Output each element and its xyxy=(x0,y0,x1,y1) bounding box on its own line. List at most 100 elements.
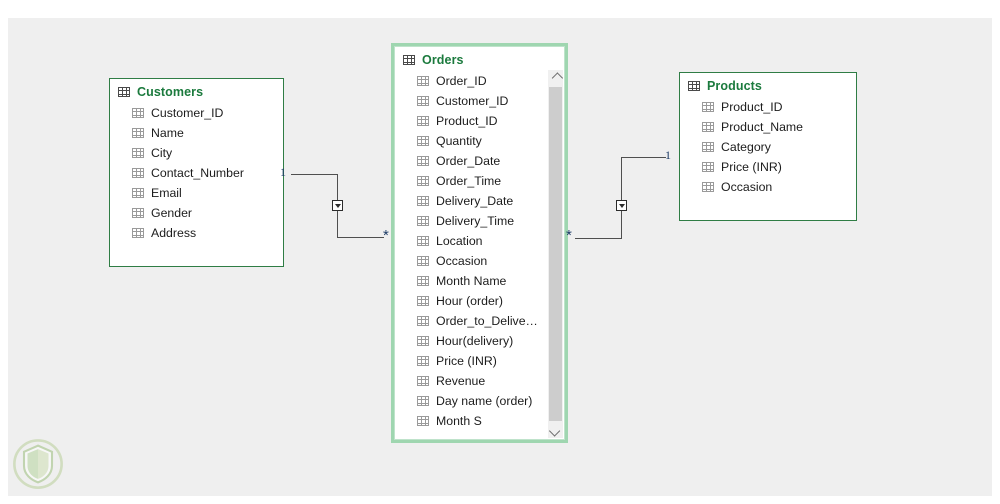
field-row[interactable]: Gender xyxy=(110,203,283,223)
cross-filter-direction-icon[interactable] xyxy=(332,200,343,211)
table-card-products[interactable]: Products Product_ID Product_Name Categor… xyxy=(679,72,857,221)
field-label: Email xyxy=(151,186,182,200)
table-header-products[interactable]: Products xyxy=(680,73,856,96)
table-column-icon xyxy=(132,128,144,138)
field-label: Price (INR) xyxy=(721,160,782,174)
table-column-icon xyxy=(417,256,429,266)
relationship-line[interactable] xyxy=(621,157,623,239)
field-label: Category xyxy=(721,140,771,154)
cardinality-one-label: 1 xyxy=(280,165,286,179)
field-label: Product_ID xyxy=(721,100,783,114)
table-icon xyxy=(403,55,415,65)
field-label: Hour (order) xyxy=(436,294,503,308)
table-column-icon xyxy=(132,228,144,238)
field-row[interactable]: Month S xyxy=(395,411,564,431)
table-column-icon xyxy=(417,216,429,226)
field-label: Revenue xyxy=(436,374,486,388)
scroll-down-button[interactable] xyxy=(548,423,563,438)
field-row[interactable]: Quantity xyxy=(395,131,564,151)
table-column-icon xyxy=(417,76,429,86)
field-row[interactable]: Month Name xyxy=(395,271,564,291)
field-row[interactable]: Occasion xyxy=(395,251,564,271)
field-label: Delivery_Time xyxy=(436,214,515,228)
table-column-icon xyxy=(132,148,144,158)
field-row[interactable]: Revenue xyxy=(395,371,564,391)
field-list-products: Product_ID Product_Name Category Price (… xyxy=(680,96,856,203)
field-list-orders: Order_ID Customer_ID Product_ID Quantity xyxy=(395,70,564,437)
field-row[interactable]: Customer_ID xyxy=(110,103,283,123)
relationship-line[interactable] xyxy=(291,174,338,176)
table-column-icon xyxy=(702,182,714,192)
field-label: Location xyxy=(436,234,483,248)
field-row[interactable]: Location xyxy=(395,231,564,251)
field-label: Order_Date xyxy=(436,154,501,168)
field-row[interactable]: Product_ID xyxy=(395,111,564,131)
table-column-icon xyxy=(132,168,144,178)
table-header-customers[interactable]: Customers xyxy=(110,79,283,102)
table-column-icon xyxy=(702,102,714,112)
table-column-icon xyxy=(417,236,429,246)
field-label: Contact_Number xyxy=(151,166,244,180)
cardinality-many-label: * xyxy=(566,227,572,244)
field-row[interactable]: City xyxy=(110,143,283,163)
field-row[interactable]: Contact_Number xyxy=(110,163,283,183)
field-row[interactable]: Delivery_Time xyxy=(395,211,564,231)
orders-vertical-scrollbar[interactable] xyxy=(548,70,563,438)
field-label: Address xyxy=(151,226,197,240)
field-label: Month Name xyxy=(436,274,507,288)
table-column-icon xyxy=(132,188,144,198)
scrollbar-thumb[interactable] xyxy=(549,87,562,421)
cardinality-one-label: 1 xyxy=(665,148,671,162)
table-column-icon xyxy=(417,196,429,206)
field-row[interactable]: Occasion xyxy=(680,177,856,197)
table-header-orders[interactable]: Orders xyxy=(395,47,564,70)
field-row[interactable]: Delivery_Date xyxy=(395,191,564,211)
field-row[interactable]: Price (INR) xyxy=(395,351,564,371)
triangle-down-glyph xyxy=(618,203,625,208)
field-row[interactable]: Day name (order) xyxy=(395,391,564,411)
scroll-up-button[interactable] xyxy=(548,70,563,85)
field-label: Month S xyxy=(436,414,482,428)
field-label: Product_ID xyxy=(436,114,498,128)
field-label: Day name (order) xyxy=(436,394,533,408)
field-label: Delivery_Date xyxy=(436,194,514,208)
field-label: Occasion xyxy=(721,180,773,194)
chevron-down-icon xyxy=(548,424,560,437)
field-label: Order_ID xyxy=(436,74,487,88)
field-list-customers: Customer_ID Name City Contact_Number Ema… xyxy=(110,102,283,249)
field-label: Hour(delivery) xyxy=(436,334,514,348)
table-title: Customers xyxy=(137,85,204,99)
field-row[interactable]: Order_Time xyxy=(395,171,564,191)
field-label: Customer_ID xyxy=(151,106,224,120)
triangle-down-glyph xyxy=(334,203,341,208)
relationship-canvas[interactable]: Customers Customer_ID Name City Contact xyxy=(8,18,992,496)
table-column-icon xyxy=(702,162,714,172)
field-row[interactable]: Email xyxy=(110,183,283,203)
field-row[interactable]: Hour (order) xyxy=(395,291,564,311)
table-card-customers[interactable]: Customers Customer_ID Name City Contact xyxy=(109,78,284,267)
table-card-orders[interactable]: Orders Order_ID Customer_ID Product_ID xyxy=(391,43,568,443)
field-row[interactable]: Customer_ID xyxy=(395,91,564,111)
relationship-line[interactable] xyxy=(337,237,384,239)
table-column-icon xyxy=(417,156,429,166)
field-row[interactable]: Order_ID xyxy=(395,71,564,91)
field-row[interactable]: Name xyxy=(110,123,283,143)
cardinality-many-label: * xyxy=(383,227,389,244)
field-row[interactable]: Order_to_Delive… xyxy=(395,311,564,331)
field-row[interactable]: Product_Name xyxy=(680,117,856,137)
field-label: Customer_ID xyxy=(436,94,509,108)
relationship-line[interactable] xyxy=(622,157,666,159)
field-row[interactable]: Price (INR) xyxy=(680,157,856,177)
table-column-icon xyxy=(417,356,429,366)
cross-filter-direction-icon[interactable] xyxy=(616,200,627,211)
field-row[interactable]: Category xyxy=(680,137,856,157)
table-icon xyxy=(688,81,700,91)
field-row[interactable]: Hour(delivery) xyxy=(395,331,564,351)
field-row[interactable]: Order_Date xyxy=(395,151,564,171)
relationship-line[interactable] xyxy=(575,238,622,240)
table-column-icon xyxy=(417,276,429,286)
field-row[interactable]: Product_ID xyxy=(680,97,856,117)
field-row[interactable]: Address xyxy=(110,223,283,243)
table-column-icon xyxy=(132,108,144,118)
field-label: Product_Name xyxy=(721,120,804,134)
